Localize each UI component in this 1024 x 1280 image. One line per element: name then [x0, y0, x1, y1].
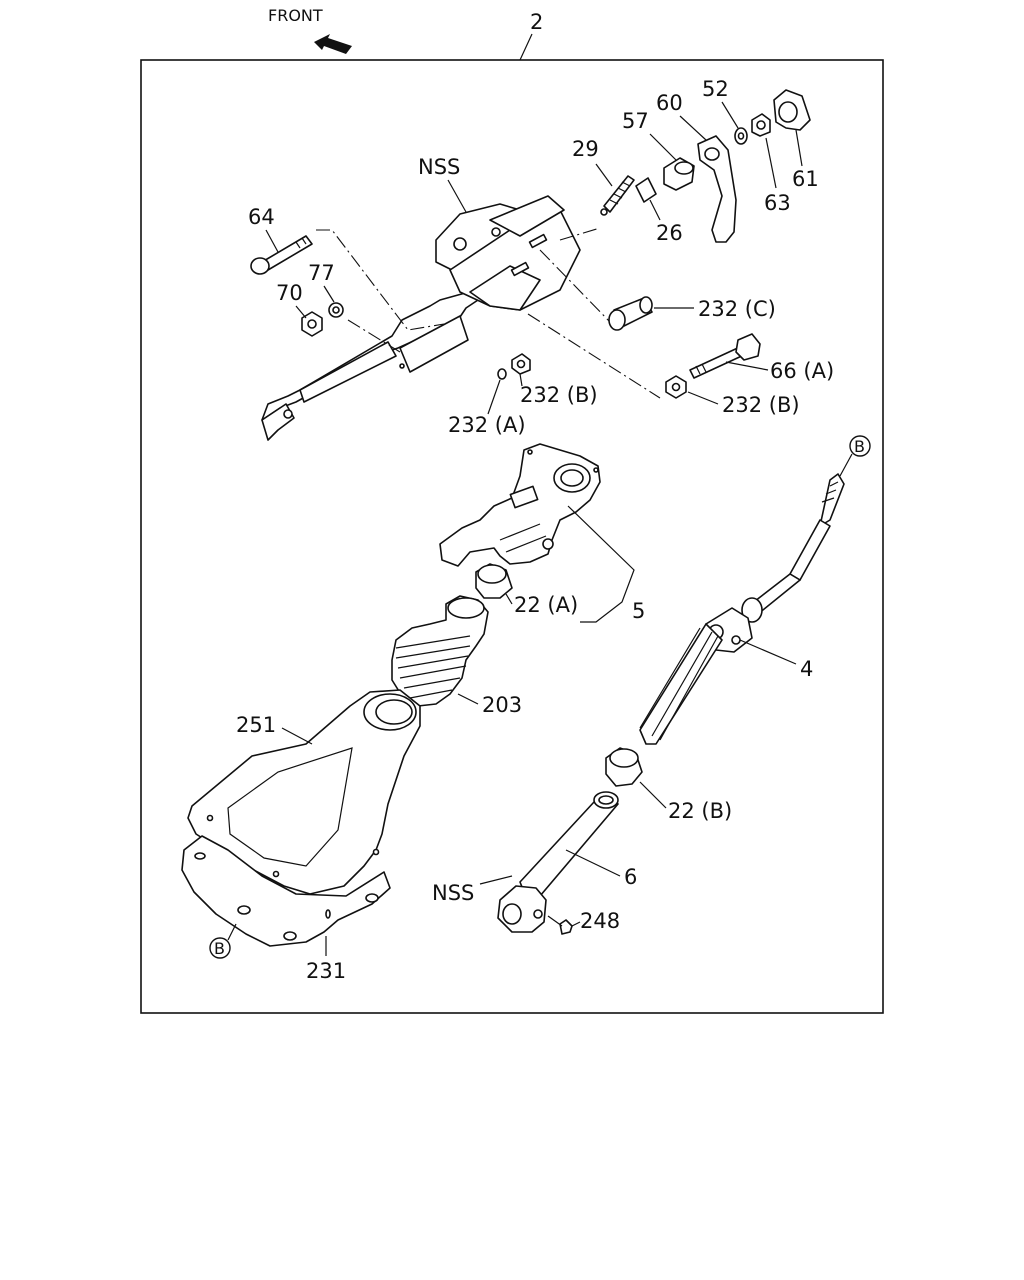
callout-26: 26 [656, 221, 683, 245]
svg-text:B: B [854, 437, 865, 456]
flange-nut-left [511, 353, 531, 375]
callout-60: 60 [656, 91, 683, 115]
callout-29: 29 [572, 137, 599, 161]
callout-231: 231 [306, 959, 346, 983]
spring [600, 175, 635, 216]
callout-6: 6 [624, 865, 637, 889]
small-washer [497, 368, 507, 380]
callout-5: 5 [632, 599, 645, 623]
rubber-boot [391, 595, 489, 707]
callout-22a: 22 (A) [514, 593, 578, 617]
callout-232a: 232 (A) [448, 413, 526, 437]
svg-text:B: B [214, 939, 225, 958]
shift-lever-arm [697, 135, 737, 243]
bushing [663, 157, 695, 191]
mounting-bracket [261, 195, 581, 441]
callout-232b-left: 232 (B) [520, 383, 598, 407]
callout-203: 203 [482, 693, 522, 717]
boot-plate [181, 835, 391, 947]
callout-nss-top: NSS [418, 155, 460, 179]
flange-nut-right [665, 375, 687, 399]
callout-4: 4 [800, 657, 813, 681]
set-screw [547, 915, 573, 935]
bolt [250, 235, 313, 275]
nut [751, 113, 771, 137]
lever-knob [773, 89, 811, 131]
shift-housing [439, 443, 601, 567]
callout-66a: 66 (A) [770, 359, 834, 383]
callout-nss-bottom: NSS [432, 881, 474, 905]
reference-marker-b-bottom: B [209, 937, 231, 959]
callout-70: 70 [276, 281, 303, 305]
callout-63: 63 [764, 191, 791, 215]
hex-nut [301, 311, 323, 337]
callout-232c: 232 (C) [698, 297, 776, 321]
assembly-number: 2 [530, 10, 543, 34]
collar-sleeve [608, 296, 653, 331]
arrow-up-left-icon [314, 34, 352, 54]
callout-251: 251 [236, 713, 276, 737]
bushing-22a [475, 563, 513, 599]
callout-61: 61 [792, 167, 819, 191]
diagram-frame [140, 59, 884, 1014]
callout-77: 77 [308, 261, 335, 285]
shift-shaft [639, 473, 845, 745]
callout-64: 64 [248, 205, 275, 229]
lower-lever [497, 791, 619, 933]
shift-boot [187, 689, 421, 895]
clip [635, 177, 657, 203]
callout-57: 57 [622, 109, 649, 133]
bushing-22b [605, 747, 643, 787]
reference-marker-b-top: B [849, 435, 871, 457]
callout-232b-right: 232 (B) [722, 393, 800, 417]
callout-248: 248 [580, 909, 620, 933]
callout-22b: 22 (B) [668, 799, 732, 823]
front-label: FRONT [268, 6, 323, 25]
callout-52: 52 [702, 77, 729, 101]
long-bolt [689, 333, 761, 379]
